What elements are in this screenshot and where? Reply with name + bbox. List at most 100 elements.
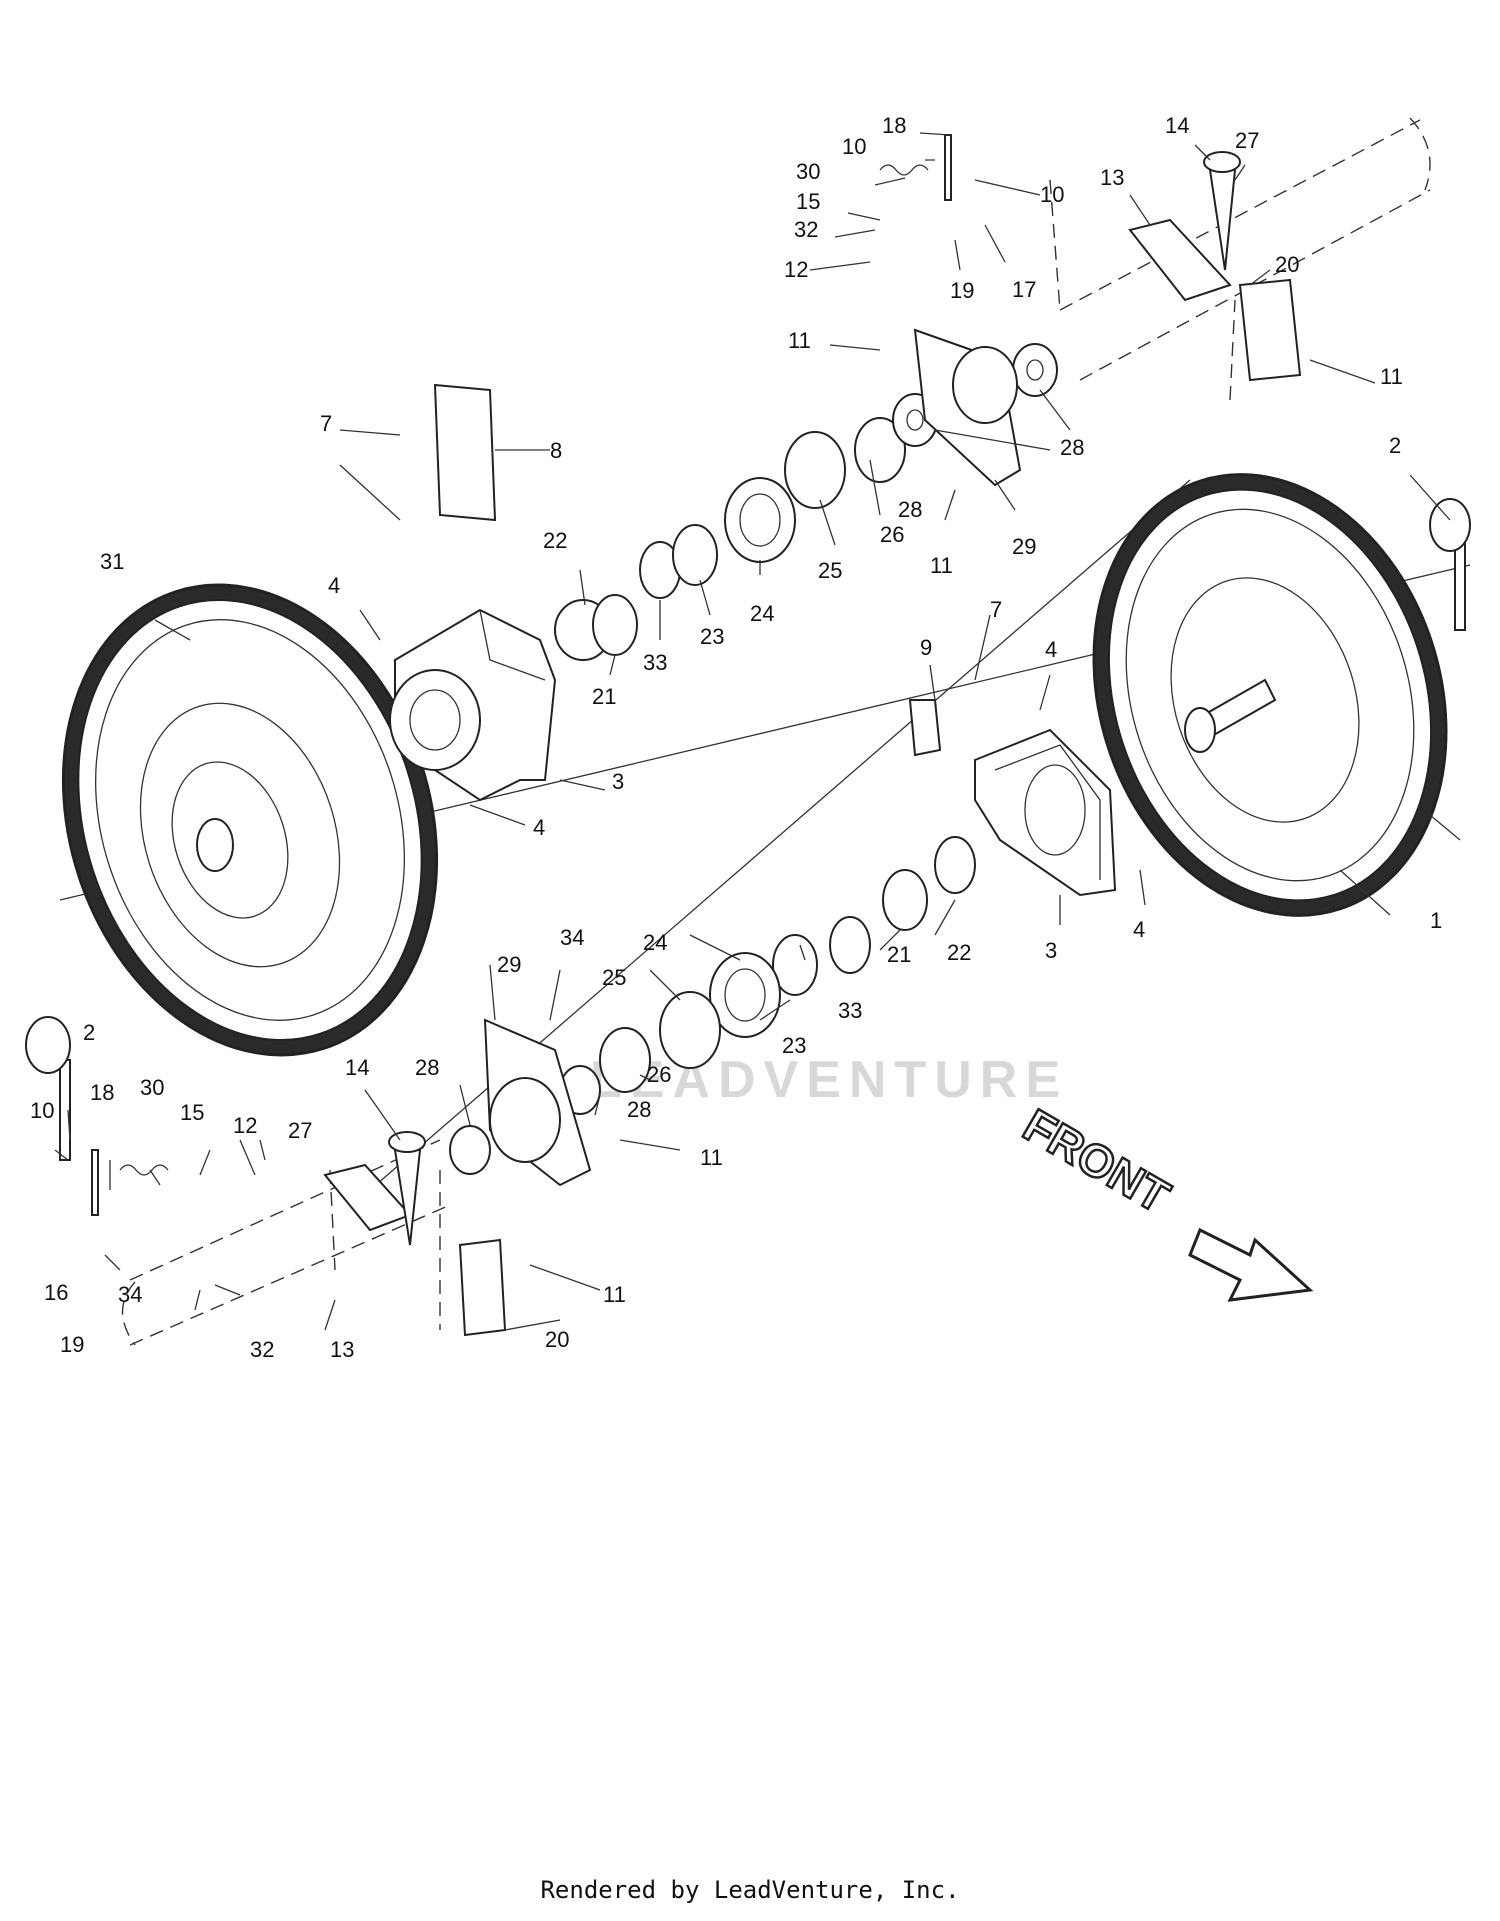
ring-22-lower: [934, 836, 976, 894]
callout-16: 16: [44, 1280, 68, 1305]
callout-3: 3: [612, 769, 624, 794]
callout-14: 14: [1165, 113, 1189, 138]
brackets: [323, 218, 1302, 1337]
callout-21: 21: [592, 684, 616, 709]
spring-25-lower: [659, 991, 721, 1069]
callout-labels: 18 10 30 10 15 32 12 19 17 14 27 13 20 1…: [30, 113, 1442, 1362]
callout-29: 29: [497, 952, 521, 977]
lower-axle-tube: [121, 1139, 451, 1346]
callout-28: 28: [627, 1097, 651, 1122]
callout-13: 13: [330, 1337, 354, 1362]
callout-1: 1: [1430, 908, 1442, 933]
pin-14-upper: [1208, 169, 1237, 271]
callout-33: 33: [643, 650, 667, 675]
gear-23-upper: [672, 524, 718, 586]
callout-26: 26: [880, 522, 904, 547]
callout-13: 13: [1100, 165, 1124, 190]
callout-11: 11: [788, 328, 811, 353]
callout-30: 30: [796, 159, 820, 184]
callout-24: 24: [750, 601, 774, 626]
spline-21-lower: [882, 869, 928, 931]
callout-27: 27: [1235, 128, 1259, 153]
callout-3: 3: [1045, 938, 1057, 963]
bracket-13-lower: [323, 1163, 412, 1232]
callout-11: 11: [603, 1282, 626, 1307]
callout-4: 4: [1133, 917, 1145, 942]
callout-32: 32: [794, 217, 818, 242]
callout-7: 7: [990, 597, 1002, 622]
gear-23-lower: [772, 934, 818, 996]
callout-7: 7: [320, 411, 332, 436]
callout-10: 10: [842, 134, 866, 159]
ring-33-lower: [829, 916, 871, 974]
callout-2: 2: [83, 1020, 95, 1045]
callout-10: 10: [1040, 182, 1064, 207]
front-label: FRONT: [1015, 1099, 1178, 1223]
callout-15: 15: [796, 189, 820, 214]
callout-10: 10: [30, 1098, 54, 1123]
callout-26: 26: [647, 1062, 671, 1087]
callout-18: 18: [90, 1080, 114, 1105]
callout-11: 11: [700, 1145, 723, 1170]
bearing-24-upper: [724, 477, 796, 563]
callout-11: 11: [930, 553, 953, 578]
callout-15: 15: [180, 1100, 204, 1125]
callout-23: 23: [700, 624, 724, 649]
upper-bearing-stack: [554, 328, 1058, 661]
lower-bearing-stack: [449, 836, 976, 1187]
callout-21: 21: [887, 942, 911, 967]
callout-34: 34: [560, 925, 584, 950]
spring-25-upper: [784, 431, 846, 509]
arrow-icon: [1188, 1227, 1314, 1302]
callout-31: 31: [100, 549, 124, 574]
callout-32: 32: [250, 1337, 274, 1362]
spring-30-upper: [879, 164, 929, 176]
callout-23: 23: [782, 1033, 806, 1058]
callout-2: 2: [1389, 433, 1401, 458]
leader-lines: [54, 132, 1461, 1331]
callout-18: 18: [882, 113, 906, 138]
front-arrow: FRONT: [1014, 1097, 1314, 1302]
callout-17: 17: [1012, 277, 1036, 302]
bracket-20-upper: [1238, 278, 1302, 382]
bearing-24-lower: [709, 952, 781, 1038]
callout-34: 34: [118, 1282, 142, 1307]
footer-credit: Rendered by LeadVenture, Inc.: [540, 1876, 960, 1904]
left-wheel: [61, 583, 439, 1057]
pin-18-upper: [944, 134, 952, 201]
right-housing: [974, 728, 1117, 897]
callout-30: 30: [140, 1075, 164, 1100]
spring-30-lower: [119, 1164, 169, 1176]
callout-11: 11: [1380, 364, 1403, 389]
callout-29: 29: [1012, 534, 1036, 559]
right-wheel: [1092, 473, 1448, 917]
pin-2-right: [1454, 539, 1466, 631]
callout-22: 22: [947, 940, 971, 965]
watermark: LEADVENTURE: [590, 1051, 1069, 1109]
small-hardware: [25, 134, 1471, 1246]
spline-21-upper: [592, 594, 638, 656]
bracket-8: [433, 383, 497, 522]
callout-12: 12: [233, 1113, 257, 1138]
bracket-20-lower: [458, 1238, 507, 1337]
callout-12: 12: [784, 257, 808, 282]
callout-22: 22: [543, 528, 567, 553]
bushing-26-lower: [599, 1027, 651, 1093]
pin-18-lower: [91, 1149, 99, 1216]
pin-14-lower: [393, 1149, 422, 1246]
bracket-13-upper: [1128, 218, 1232, 302]
callout-25: 25: [602, 965, 626, 990]
callout-14: 14: [345, 1055, 369, 1080]
callout-19: 19: [60, 1332, 84, 1357]
callout-9: 9: [920, 635, 932, 660]
callout-4: 4: [1045, 637, 1057, 662]
bushing-26-upper: [854, 417, 906, 483]
callout-24: 24: [643, 930, 667, 955]
callout-20: 20: [1275, 252, 1299, 277]
callout-4: 4: [328, 573, 340, 598]
callout-28: 28: [1060, 435, 1084, 460]
washer-28-lower-b: [449, 1125, 491, 1175]
bracket-9: [908, 699, 942, 757]
callout-27: 27: [288, 1118, 312, 1143]
